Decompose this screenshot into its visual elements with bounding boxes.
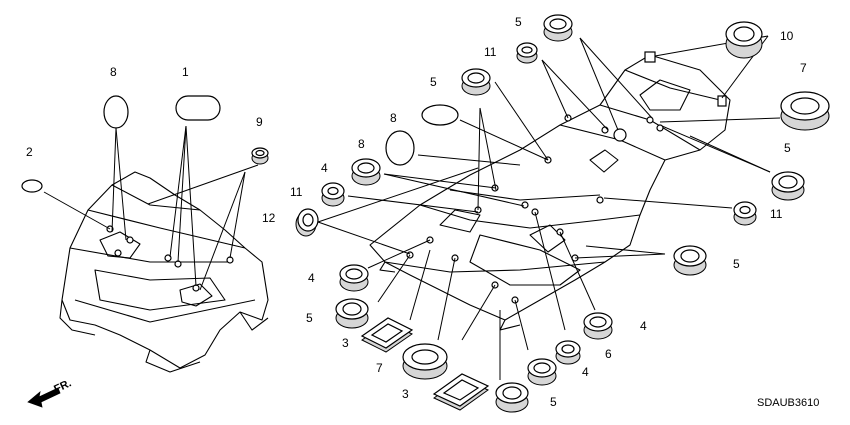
grommet-part-7-a (780, 91, 830, 131)
grommet-part-11-a (516, 42, 538, 64)
callout-7-a: 7 (800, 61, 807, 75)
callout-11-c: 11 (770, 207, 783, 221)
pad-part-3-a (360, 317, 414, 353)
grommet-part-5-f (495, 382, 529, 413)
diagram-code: SDAUB3610 (757, 397, 819, 409)
callout-1: 1 (182, 65, 189, 79)
seal-part-8-front (103, 95, 129, 129)
callout-3-a: 3 (342, 336, 349, 350)
grommet-part-5-b (461, 68, 491, 96)
callout-4-d: 4 (582, 365, 589, 379)
grommet-part-10 (725, 21, 763, 59)
callout-4-b: 4 (308, 271, 315, 285)
callout-4-a: 4 (321, 161, 328, 175)
callout-9: 9 (256, 115, 263, 129)
pad-part-3-b (432, 373, 490, 411)
front-direction-label: FR. (52, 377, 73, 395)
callout-6: 6 (605, 347, 612, 361)
grommet-part-11-c (733, 201, 757, 226)
callout-11-a: 11 (484, 45, 497, 59)
callout-4-c: 4 (640, 319, 647, 333)
callout-8-a: 8 (110, 65, 117, 79)
grommet-part-5-c (771, 171, 805, 201)
callout-5-d: 5 (733, 257, 740, 271)
floor-pan-assembly (369, 51, 731, 331)
callout-3-b: 3 (402, 387, 409, 401)
callout-2: 2 (26, 145, 33, 159)
grommet-part-7-b (402, 343, 448, 380)
grommet-part-5-e (335, 298, 369, 329)
callout-8-c: 8 (358, 137, 365, 151)
grommet-part-4-d (527, 358, 557, 386)
callout-11-b: 11 (290, 185, 303, 199)
grommet-part-6 (555, 340, 581, 365)
grommet-part-5-a (543, 14, 573, 42)
callout-labels: 1 2 3 3 4 4 4 4 5 5 5 5 5 5 6 7 7 8 8 8 … (26, 15, 807, 409)
grommet-part-4-c (583, 312, 613, 340)
callout-8-b: 8 (390, 111, 397, 125)
callout-5-a: 5 (515, 15, 522, 29)
grommet-part-5-d (673, 245, 707, 276)
leader-lines (43, 35, 781, 380)
callout-7-b: 7 (376, 361, 383, 375)
grommet-part-11-b (321, 182, 345, 207)
callout-10: 10 (780, 29, 794, 43)
grommet-part-9 (251, 147, 269, 165)
grommet-part-4-a (351, 158, 381, 186)
parts (21, 14, 830, 413)
pad-part-1 (175, 95, 221, 121)
seal-part-8-mid (385, 130, 415, 166)
front-body-assembly (59, 171, 269, 373)
grommet-part-4-b (339, 264, 369, 292)
disc-part-2 (21, 179, 43, 193)
front-direction-indicator: FR. (27, 377, 73, 408)
grommet-part-12 (295, 208, 319, 237)
callout-5-f: 5 (550, 395, 557, 409)
callout-12: 12 (262, 211, 276, 225)
callout-5-c: 5 (784, 141, 791, 155)
callout-5-e: 5 (306, 311, 313, 325)
seal-part-8-top (421, 104, 459, 126)
callout-5-b: 5 (430, 75, 437, 89)
front-arrow-icon (27, 387, 61, 408)
